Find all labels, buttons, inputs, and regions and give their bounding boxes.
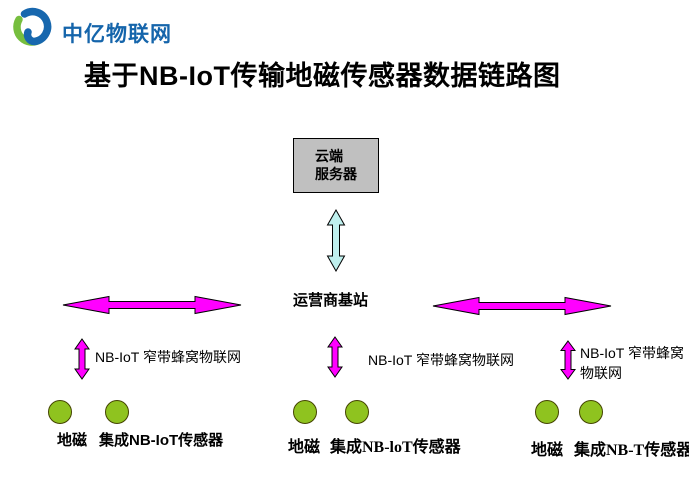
nbiot-link-arrow-middle	[327, 336, 343, 378]
brand-name: 中亿物联网	[62, 23, 172, 46]
nbiot-network-label-left: NB-IoT 窄带蜂窝物联网	[95, 349, 241, 365]
nbiot-link-arrow-left	[74, 338, 90, 380]
horizontal-link-arrow-left	[62, 295, 242, 315]
cloud-server-box: 云端 服务器	[293, 138, 379, 193]
nbiot-link-arrow-right	[560, 340, 576, 380]
nbiot-network-label-right-line1: NB-IoT 窄带蜂窝	[580, 345, 684, 361]
cloud-server-line1: 云端	[315, 148, 343, 164]
sensor-node-icon	[293, 400, 317, 424]
sensor-node-icon	[579, 400, 603, 424]
nbiot-network-label-right: NB-IoT 窄带蜂窝 物联网	[580, 343, 686, 384]
sensor-node-icon	[105, 400, 129, 424]
sensor-node-icon	[535, 400, 559, 424]
sensor-node-icon	[345, 400, 369, 424]
brand-swirl-icon	[10, 6, 56, 54]
horizontal-link-arrow-right	[432, 296, 612, 316]
geomagnetic-label-left: 地磁	[57, 432, 88, 449]
sensor-type-label-right: 集成NB-T传感器	[574, 442, 689, 459]
page-title: 基于NB-IoT传输地磁传感器数据链路图	[84, 61, 561, 91]
nbiot-network-label-right-line2: 物联网	[580, 365, 622, 382]
sensor-type-label-middle: 集成NB-loT传感器	[330, 439, 461, 456]
cloud-basestation-arrow	[326, 209, 346, 272]
sensor-node-icon	[48, 400, 72, 424]
geomagnetic-label-right: 地磁	[531, 442, 564, 459]
brand-header: 中亿物联网	[10, 6, 172, 54]
base-station-label: 运营商基站	[293, 292, 369, 309]
geomagnetic-label-middle: 地磁	[288, 439, 321, 456]
cloud-server-line2: 服务器	[315, 165, 357, 182]
sensor-type-label-left: 集成NB-IoT传感器	[99, 432, 224, 449]
nbiot-network-label-middle: NB-IoT 窄带蜂窝物联网	[368, 352, 514, 368]
